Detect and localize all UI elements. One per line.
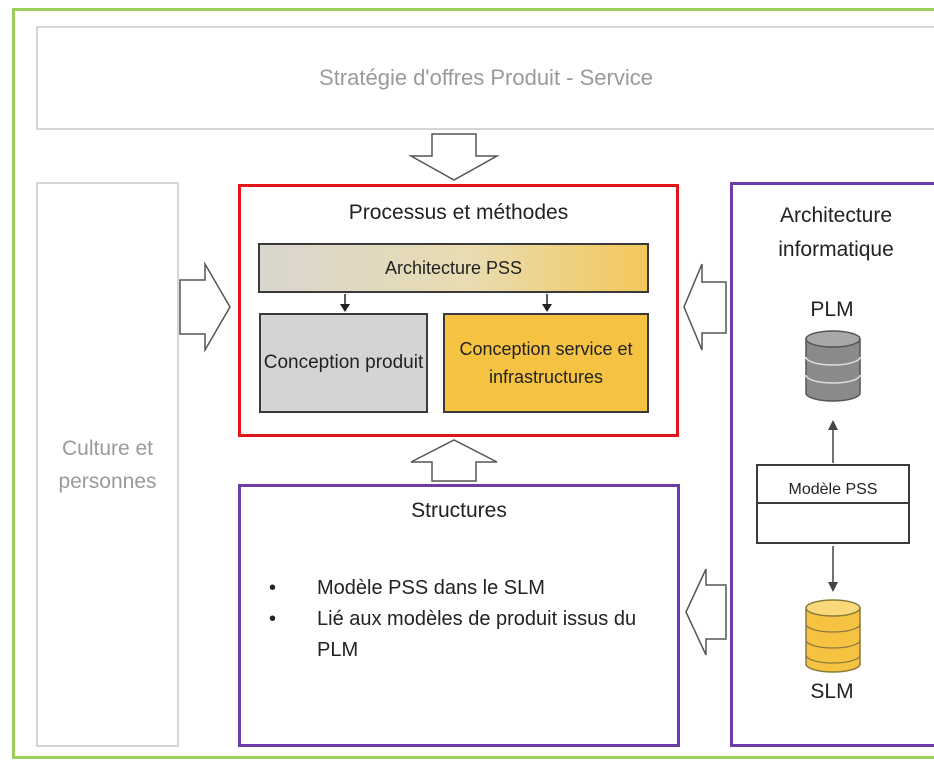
arrow-left-it-top-icon — [683, 263, 727, 351]
structures-bullet-list: Modèle PSS dans le SLM Lié aux modèles d… — [263, 573, 663, 666]
architecture-pss-label: Architecture PSS — [384, 257, 523, 278]
arrow-down-small-icon — [542, 304, 552, 312]
arrow-up-small-icon — [828, 420, 838, 430]
process-title: Processus et méthodes — [348, 201, 569, 224]
bullet-item: Lié aux modèles de produit issus du PLM — [263, 604, 663, 666]
it-architecture-title: Architecture informatique — [778, 204, 894, 261]
bullet-item: Modèle PSS dans le SLM — [263, 573, 663, 604]
strategy-box: Stratégie d'offres Produit - Service — [36, 26, 934, 130]
slm-label: SLM — [810, 680, 854, 703]
outer-frame — [12, 8, 934, 759]
arrow-left-it-bottom-icon — [685, 568, 727, 656]
conception-service-label: Conception service et infrastructures — [459, 339, 633, 387]
strategy-label: Stratégie d'offres Produit - Service — [319, 65, 653, 90]
conception-service-box: Conception service et infrastructures — [443, 313, 649, 413]
modele-pss-box: Modèle PSS — [756, 464, 910, 544]
slm-database-icon — [805, 599, 861, 673]
conception-produit-label: Conception produit — [263, 352, 424, 373]
arrow-right-culture-icon — [179, 261, 231, 353]
culture-label: Culture et personnes — [58, 436, 157, 493]
structures-title: Structures — [411, 499, 507, 522]
arrow-down-small-icon — [828, 582, 838, 592]
culture-box: Culture et personnes — [36, 182, 179, 747]
modele-pss-label: Modèle PSS — [758, 466, 908, 504]
plm-database-icon — [805, 330, 861, 402]
plm-label: PLM — [810, 298, 854, 321]
arrow-down-strategy-icon — [408, 133, 500, 181]
architecture-pss-box: Architecture PSS — [258, 243, 649, 293]
conception-produit-box: Conception produit — [259, 313, 428, 413]
arrow-up-structures-icon — [410, 439, 498, 482]
structures-box: Structures Modèle PSS dans le SLM Lié au… — [238, 484, 680, 747]
arrow-down-small-icon — [340, 304, 350, 312]
